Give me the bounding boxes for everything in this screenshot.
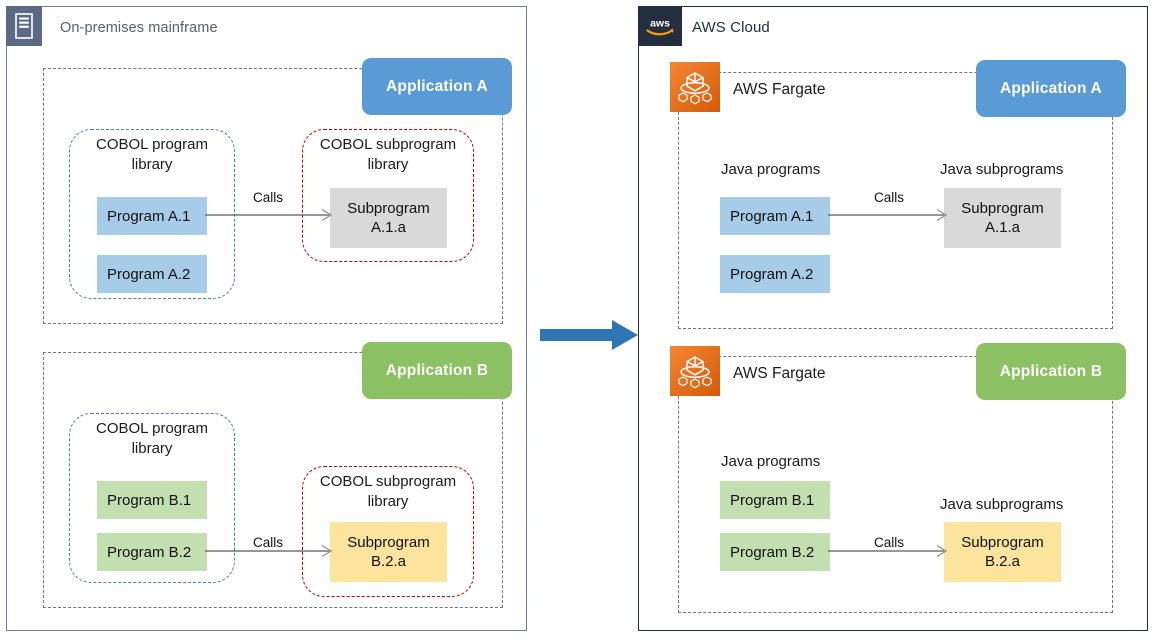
program-a2-block: Program A.2 [97,255,207,293]
application-b-container [43,352,503,608]
cobol-program-library-b [69,413,235,583]
aws-application-a-container [678,72,1113,329]
migration-arrow [540,320,638,350]
cobol-program-library-b-caption: COBOL program library [96,420,208,457]
aws-fargate-label-a: AWS Fargate [733,81,826,98]
calls-label-b: Calls [253,535,284,550]
cobol-subprogram-library-a [302,129,474,262]
aws-application-b-badge: Application B [976,343,1126,400]
application-a-container [43,68,503,324]
java-subprograms-a-caption: Java subprograms [940,161,1064,178]
aws-fargate-icon [670,62,720,112]
calls-arrow-a [205,208,333,222]
cobol-program-library-a-caption: COBOL program library [96,136,208,173]
aws-program-b2-block: Program B.2 [720,533,830,571]
on-premises-title: On-premises mainframe [60,20,218,36]
aws-program-a2-block: Program A.2 [720,255,830,293]
aws-calls-label-a: Calls [874,190,905,205]
aws-cloud-title: AWS Cloud [692,19,770,36]
application-a-badge: Application A [362,58,512,115]
calls-label-a: Calls [253,190,284,205]
application-b-badge: Application B [362,342,512,399]
program-a1-block: Program A.1 [97,197,207,235]
java-programs-b-caption: Java programs [721,453,821,470]
java-subprograms-b-caption: Java subprograms [940,496,1064,513]
java-programs-a-caption: Java programs [721,161,821,178]
svg-text:aws: aws [650,18,670,30]
cobol-subprogram-library-a-caption: COBOL subprogram library [319,136,457,173]
program-b1-block: Program B.1 [97,481,207,519]
program-b2-block: Program B.2 [97,533,207,571]
subprogram-b2a-block: Subprogram B.2.a [330,522,447,582]
aws-application-b-container [678,356,1113,613]
aws-calls-arrow-a [828,208,948,222]
aws-subprogram-b2a-block: Subprogram B.2.a [944,522,1061,582]
cobol-subprogram-library-b-caption: COBOL subprogram library [319,473,457,510]
aws-calls-arrow-b [828,544,948,558]
cobol-subprogram-library-b [302,466,474,597]
aws-fargate-label-b: AWS Fargate [733,365,826,382]
cobol-program-library-a [69,129,235,299]
aws-application-a-badge: Application A [976,60,1126,117]
aws-program-a1-block: Program A.1 [720,197,830,235]
aws-fargate-icon [670,346,720,396]
subprogram-a1a-block: Subprogram A.1.a [330,188,447,248]
aws-logo-icon: aws [638,6,682,46]
aws-program-b1-block: Program B.1 [720,481,830,519]
aws-calls-label-b: Calls [874,535,905,550]
aws-subprogram-a1a-block: Subprogram A.1.a [944,188,1061,248]
mainframe-icon [6,6,42,46]
calls-arrow-b [205,544,333,558]
